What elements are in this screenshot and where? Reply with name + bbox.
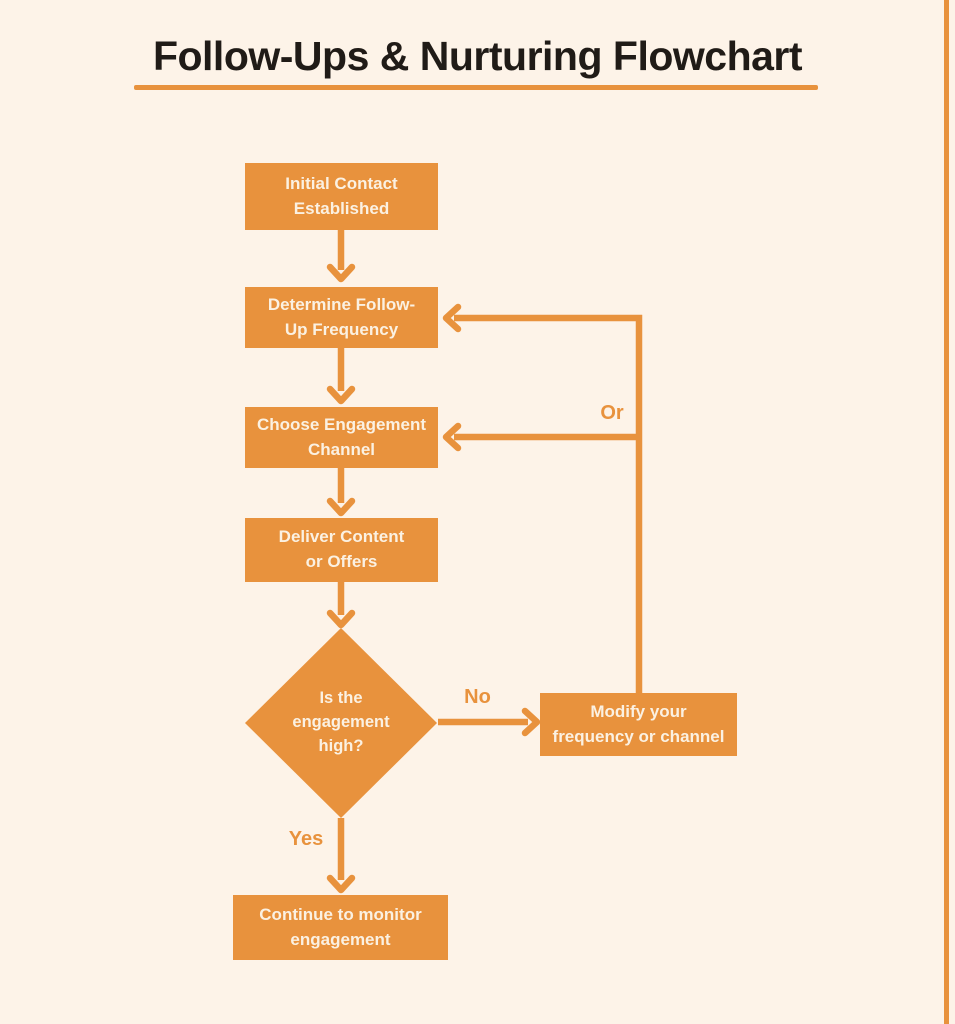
page-title: Follow-Ups & Nurturing Flowchart — [152, 33, 803, 79]
arrow-choose-to-deliver — [326, 468, 356, 517]
node-modify-frequency: Modify your frequency or channel — [540, 693, 737, 756]
right-edge-accent-strip — [944, 0, 949, 1024]
node-deliver-content: Deliver Content or Offers — [245, 518, 438, 582]
arrow-deliver-to-decision — [326, 582, 356, 629]
node-choose-channel: Choose Engagement Channel — [245, 407, 438, 468]
arrow-modify-or-to-choose — [442, 422, 639, 452]
node-determine-frequency: Determine Follow- Up Frequency — [245, 287, 438, 348]
edge-label-or: Or — [600, 402, 624, 424]
arrow-initial-to-determine — [326, 230, 356, 283]
edge-label-yes: Yes — [288, 828, 324, 850]
node-initial-contact: Initial Contact Established — [245, 163, 438, 230]
node-decision-engagement-high: Is the engagement high? — [245, 628, 437, 818]
edge-label-no: No — [464, 686, 491, 708]
arrow-decision-yes-to-continue — [326, 818, 356, 894]
node-continue-monitor: Continue to monitor engagement — [233, 895, 448, 960]
arrow-determine-to-choose — [326, 348, 356, 405]
arrow-modify-or-to-determine — [442, 303, 643, 694]
arrow-decision-no-to-modify — [438, 707, 541, 737]
title-underline — [134, 85, 818, 90]
